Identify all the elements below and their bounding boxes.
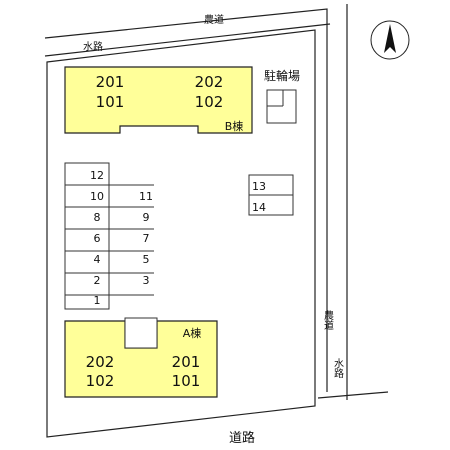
parking-slot-12: 12 [90, 169, 104, 182]
parking-slot-1: 1 [94, 294, 101, 307]
building-a-unit-202: 202 [86, 353, 115, 371]
parking-right-column: 13 14 [248, 174, 294, 216]
main-road-label: 道路 [229, 430, 255, 446]
parking-slot-13: 13 [252, 180, 266, 193]
bicycle-parking-label: 駐輪場 [264, 68, 300, 83]
building-a: A棟 202 102 201 101 [64, 317, 218, 398]
building-b-unit-202: 202 [195, 73, 224, 91]
parking-slot-11: 11 [139, 190, 153, 203]
parking-slot-9: 9 [143, 211, 150, 224]
parking-slot-2: 2 [94, 274, 101, 287]
building-b-unit-101: 101 [96, 93, 125, 111]
parking-slot-14: 14 [252, 201, 266, 214]
parking-slot-3: 3 [143, 274, 150, 287]
waterway-right-label: 水路 [332, 358, 344, 379]
farm-road-right-label: 農道 [322, 309, 334, 330]
building-a-unit-102: 102 [86, 372, 115, 390]
building-b: 201 101 202 102 B棟 [64, 66, 253, 134]
building-b-label: B棟 [225, 119, 244, 133]
road-lines [44, 4, 389, 400]
parking-left-column: 12 10 8 6 4 2 1 [64, 162, 110, 310]
bicycle-parking: 駐輪場 [264, 68, 300, 124]
building-b-unit-201: 201 [96, 73, 125, 91]
parking-slot-5: 5 [143, 253, 150, 266]
parking-slot-8: 8 [94, 211, 101, 224]
parking-slot-4: 4 [94, 253, 101, 266]
parking-slot-10: 10 [90, 190, 104, 203]
farm-road-top-label: 農道 [204, 13, 224, 26]
parking-slot-7: 7 [143, 232, 150, 245]
parking-slot-6: 6 [94, 232, 101, 245]
building-b-unit-102: 102 [195, 93, 224, 111]
building-a-label: A棟 [183, 326, 202, 340]
north-arrow-icon [370, 20, 410, 60]
parking-mid-column: 11 9 7 5 3 [109, 184, 154, 296]
waterway-top-label: 水路 [83, 40, 103, 53]
building-a-unit-201: 201 [172, 353, 201, 371]
building-a-unit-101: 101 [172, 372, 201, 390]
